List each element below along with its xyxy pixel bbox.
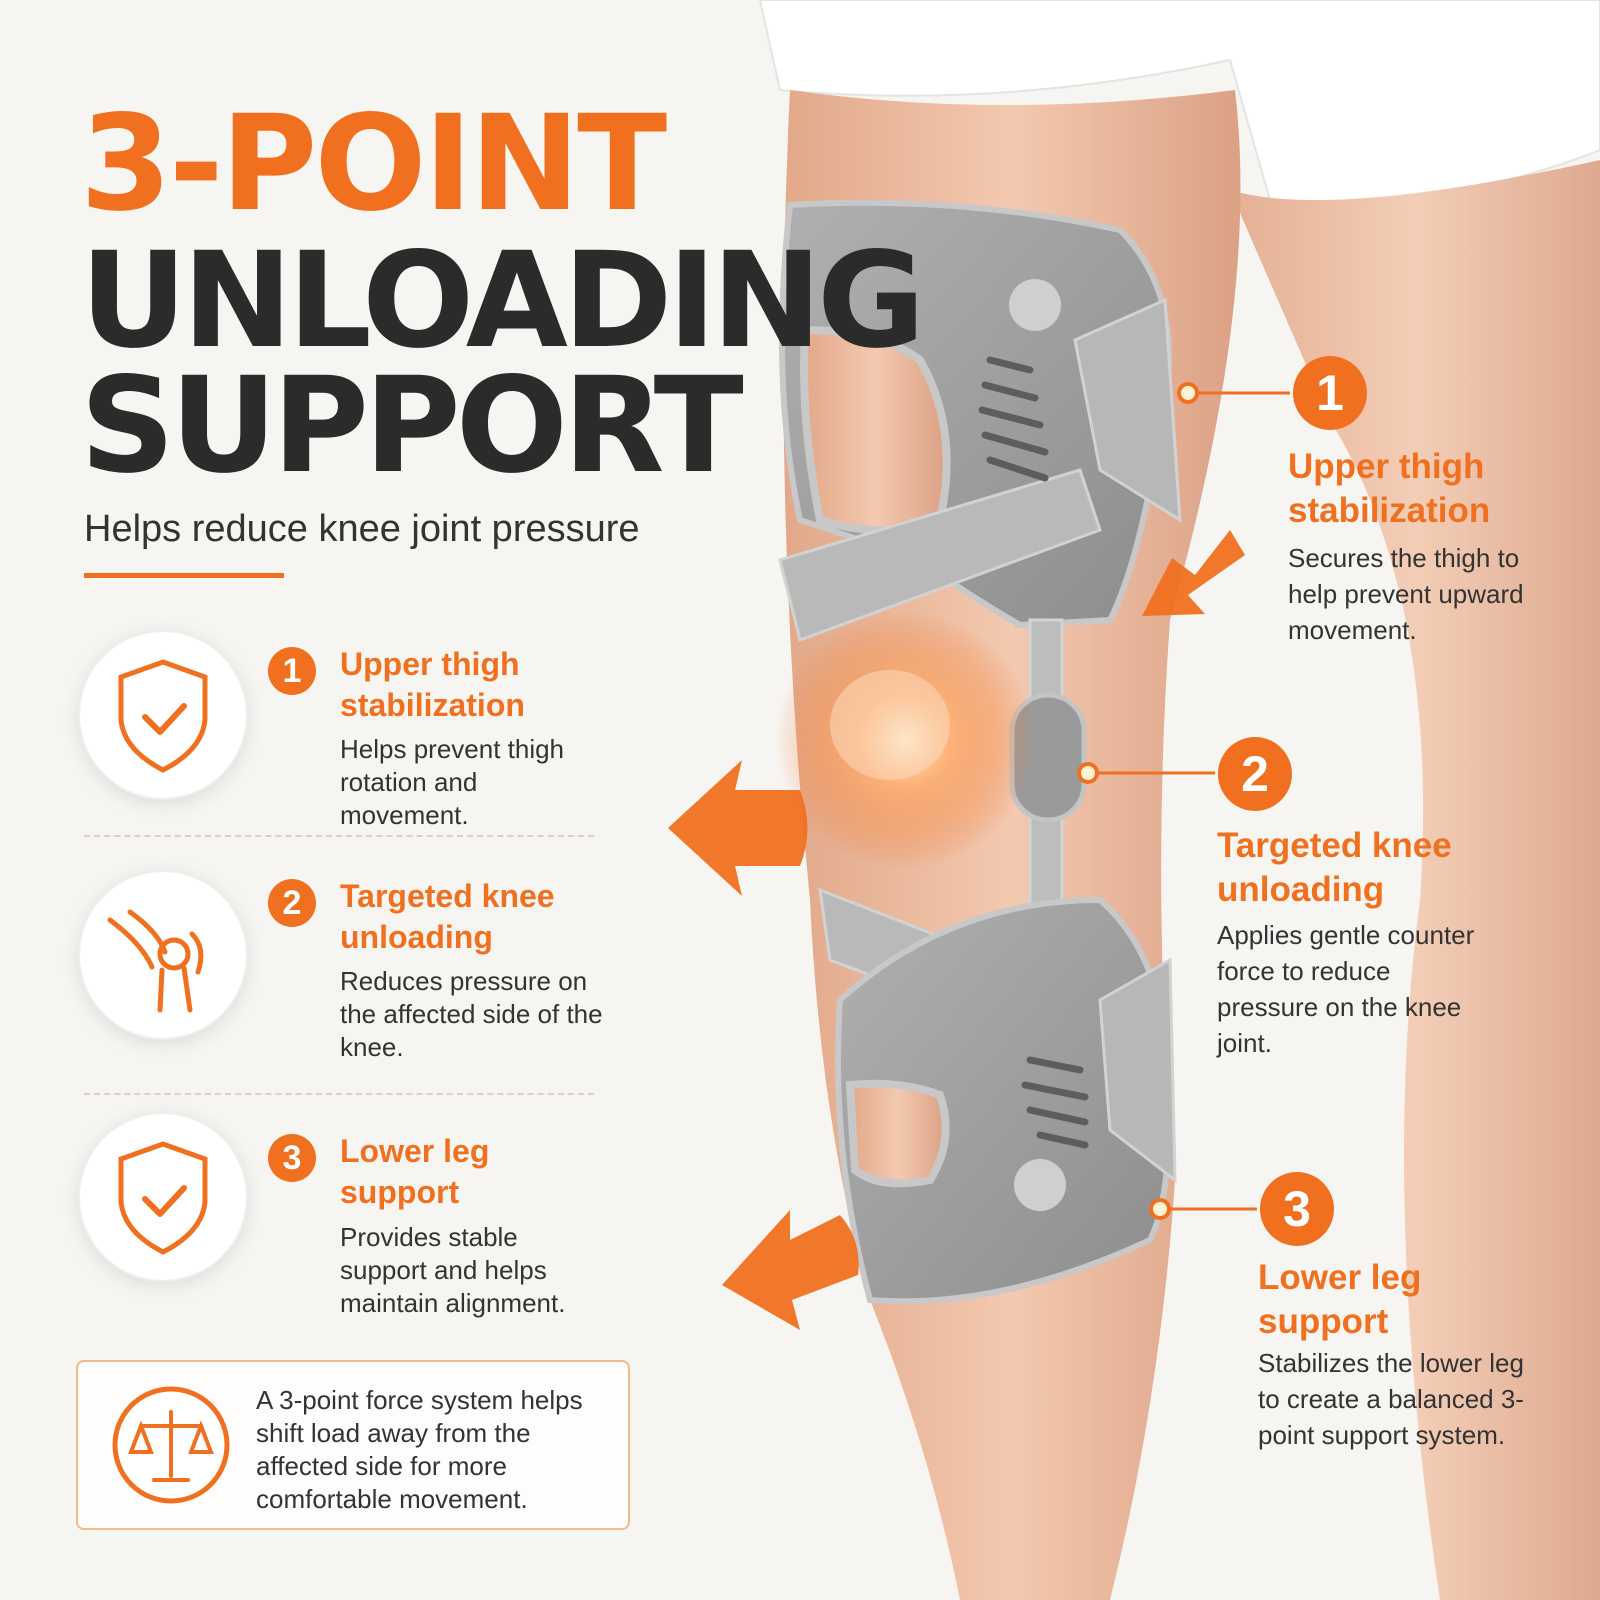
callout-2-number-badge: 2 xyxy=(1218,737,1292,811)
subtitle-underline xyxy=(84,573,284,578)
shield-check-icon xyxy=(118,1141,208,1255)
feature-3-description: Provides stable support and helps mainta… xyxy=(340,1222,566,1318)
balance-scale-icon xyxy=(112,1386,230,1504)
callout-3-description: Stabilizes the lower leg to create a bal… xyxy=(1258,1348,1524,1450)
summary-text: A 3-point force system helps shift load … xyxy=(256,1385,583,1514)
headline-line-1: 3-POINT xyxy=(80,87,667,241)
callout-1-title: Upper thigh stabilization xyxy=(1288,447,1491,530)
shield-check-icon xyxy=(118,659,208,773)
summary-box: A 3-point force system helps shift load … xyxy=(76,1360,630,1530)
feature-2-description: Reduces pressure on the affected side of… xyxy=(340,966,603,1062)
feature-2-icon-circle xyxy=(78,870,248,1040)
callout-1-number-badge: 1 xyxy=(1293,356,1367,430)
feature-1-icon-circle xyxy=(78,630,248,800)
subtitle: Helps reduce knee joint pressure xyxy=(84,508,640,550)
feature-3-number-badge: 3 xyxy=(268,1134,316,1182)
knee-joint-icon xyxy=(107,909,204,1013)
feature-2-number-badge: 2 xyxy=(268,879,316,927)
headline-line-3: SUPPORT xyxy=(80,349,744,503)
feature-divider xyxy=(84,1093,594,1095)
callout-2-description: Applies gentle counter force to reduce p… xyxy=(1217,920,1475,1058)
feature-1-description: Helps prevent thigh rotation and movemen… xyxy=(340,734,565,830)
feature-3-icon-circle xyxy=(78,1112,248,1282)
feature-1-number-badge: 1 xyxy=(268,647,316,695)
headline-line-2: UNLOADING xyxy=(80,224,925,378)
feature-divider xyxy=(84,835,594,837)
callout-3-number-badge: 3 xyxy=(1260,1172,1334,1246)
feature-3-title: Lower leg support xyxy=(340,1133,490,1210)
callout-3-title: Lower leg support xyxy=(1258,1258,1422,1341)
callout-2-title: Targeted knee unloading xyxy=(1217,826,1452,909)
callout-1-description: Secures the thigh to help prevent upward… xyxy=(1288,543,1524,645)
feature-2-title: Targeted knee unloading xyxy=(340,878,555,955)
feature-1-title: Upper thigh stabilization xyxy=(340,646,525,723)
